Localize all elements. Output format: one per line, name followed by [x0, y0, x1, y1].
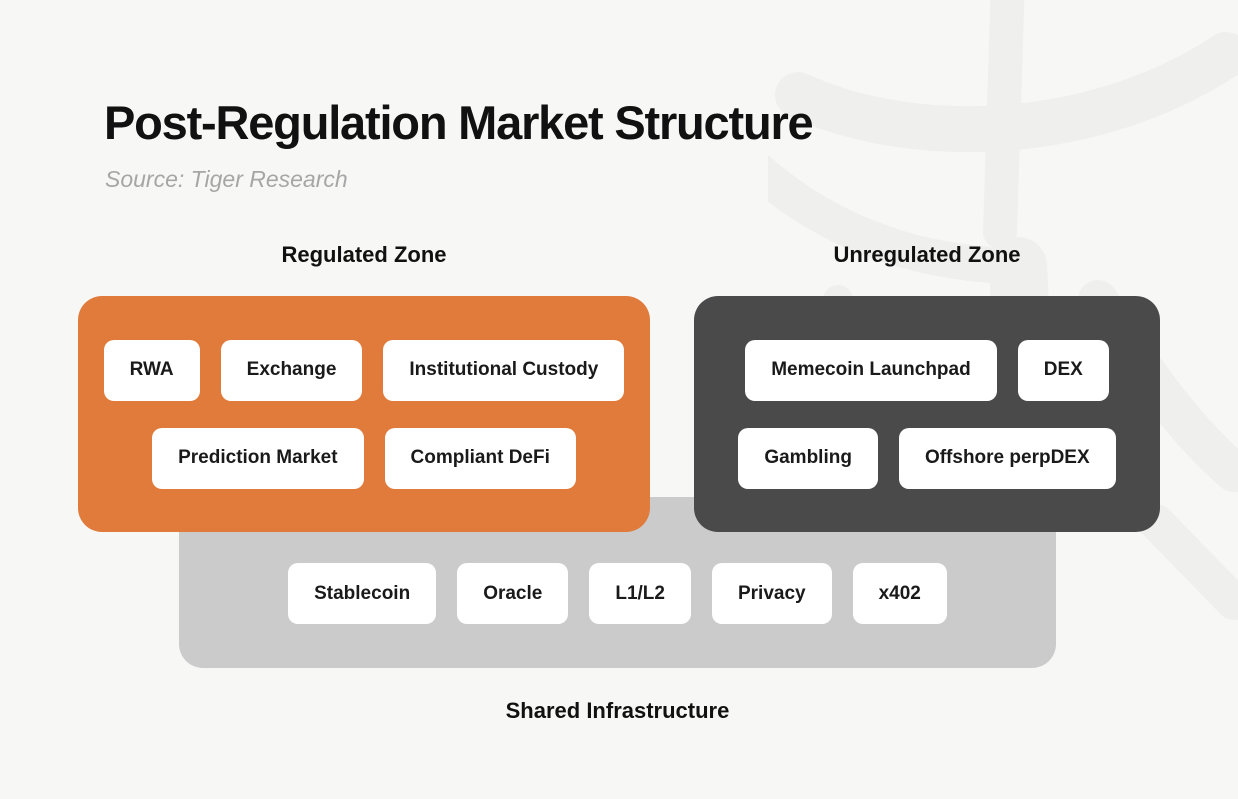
regulated-chip: Compliant DeFi: [384, 427, 576, 489]
shared-infra-chip: Stablecoin: [288, 563, 437, 624]
regulated-chip: RWA: [103, 339, 200, 401]
unregulated-chip: Memecoin Launchpad: [745, 339, 997, 401]
regulated-chip: Exchange: [220, 339, 363, 401]
shared-infra-chip: L1/L2: [589, 563, 691, 624]
shared-chip-row: Stablecoin Oracle L1/L2 Privacy x402: [288, 563, 947, 624]
regulated-chip: Institutional Custody: [383, 339, 625, 401]
unregulated-chip-row-1: Memecoin Launchpad DEX: [745, 339, 1109, 401]
shared-infra-chip: Privacy: [711, 563, 832, 624]
unregulated-chip: Gambling: [738, 427, 878, 489]
regulated-chip-row-1: RWA Exchange Institutional Custody: [103, 339, 625, 401]
unregulated-chip: Offshore perpDEX: [898, 427, 1116, 489]
unregulated-chip: DEX: [1017, 339, 1109, 401]
page-title: Post-Regulation Market Structure: [104, 96, 814, 149]
shared-infra-chip: Oracle: [457, 563, 569, 624]
regulated-zone-label: Regulated Zone: [281, 242, 447, 267]
shared-infrastructure-label: Shared Infrastructure: [505, 698, 730, 723]
unregulated-zone-label: Unregulated Zone: [833, 242, 1021, 267]
unregulated-chip-row-2: Gambling Offshore perpDEX: [738, 427, 1116, 489]
regulated-chip-row-2: Prediction Market Compliant DeFi: [152, 427, 576, 489]
unregulated-zone-box: Memecoin Launchpad DEX Gambling Offshore p…: [694, 296, 1160, 532]
source-caption: Source: Tiger Research: [105, 166, 348, 192]
regulated-chip: Prediction Market: [152, 427, 364, 489]
regulated-zone-box: RWA Exchange Institutional Custody Predict…: [78, 296, 650, 532]
shared-infra-chip: x402: [852, 563, 947, 624]
